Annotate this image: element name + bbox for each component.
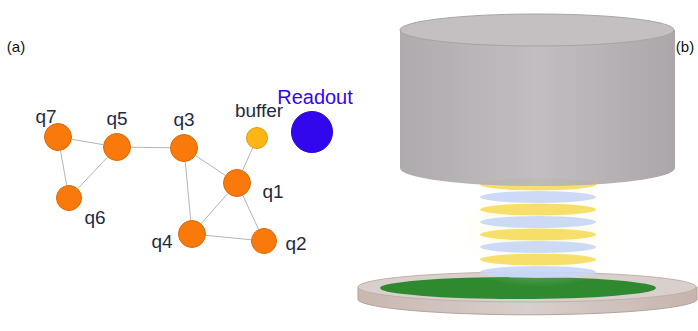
node-shape — [56, 185, 82, 211]
node-label: Readout — [277, 87, 353, 107]
coupling-line — [206, 235, 251, 239]
qubit-circle: q2 — [251, 228, 277, 254]
node-label: buffer — [235, 101, 283, 120]
field-layer — [480, 254, 596, 266]
node-label: q7 — [35, 107, 56, 126]
qubit-circle: q1 — [223, 169, 251, 197]
node-shape — [170, 134, 198, 162]
field-layer — [480, 204, 596, 216]
qubit-circle: q5 — [103, 133, 131, 161]
node-label: q1 — [262, 182, 283, 201]
field-layer — [480, 229, 596, 241]
node-shape — [291, 111, 333, 153]
coupling-line — [60, 151, 66, 185]
panel-label: (b) — [676, 38, 694, 55]
buffer-circle: buffer — [246, 127, 268, 149]
coupling-line — [196, 156, 226, 176]
node-shape — [178, 220, 206, 248]
node-label: q5 — [106, 109, 127, 128]
qubit-circle: q6 — [56, 185, 82, 211]
node-label: q4 — [151, 232, 172, 251]
node-shape — [44, 123, 72, 151]
node-shape — [103, 133, 131, 161]
coupling-line — [131, 147, 170, 149]
field-layer — [480, 241, 596, 253]
node-label: q6 — [84, 208, 105, 227]
readout-circle: Readout — [291, 111, 333, 153]
panel-label: (a) — [7, 38, 25, 55]
field-layer — [480, 191, 596, 203]
node-shape — [246, 127, 268, 149]
node-shape — [251, 228, 277, 254]
coupling-line — [78, 157, 107, 188]
coupling-line — [201, 193, 227, 223]
coupling-line — [243, 196, 259, 230]
node-shape — [223, 169, 251, 197]
node-label: q3 — [173, 110, 194, 129]
coupling-line — [72, 139, 103, 144]
qubit-circle: q4 — [178, 220, 206, 248]
qubit-circle: q7 — [44, 123, 72, 151]
node-label: q2 — [285, 234, 306, 253]
field-layer — [480, 266, 596, 278]
coupling-line — [243, 148, 253, 170]
coupling-line — [185, 162, 190, 220]
qubit-circle: q3 — [170, 134, 198, 162]
field-layer — [480, 216, 596, 228]
